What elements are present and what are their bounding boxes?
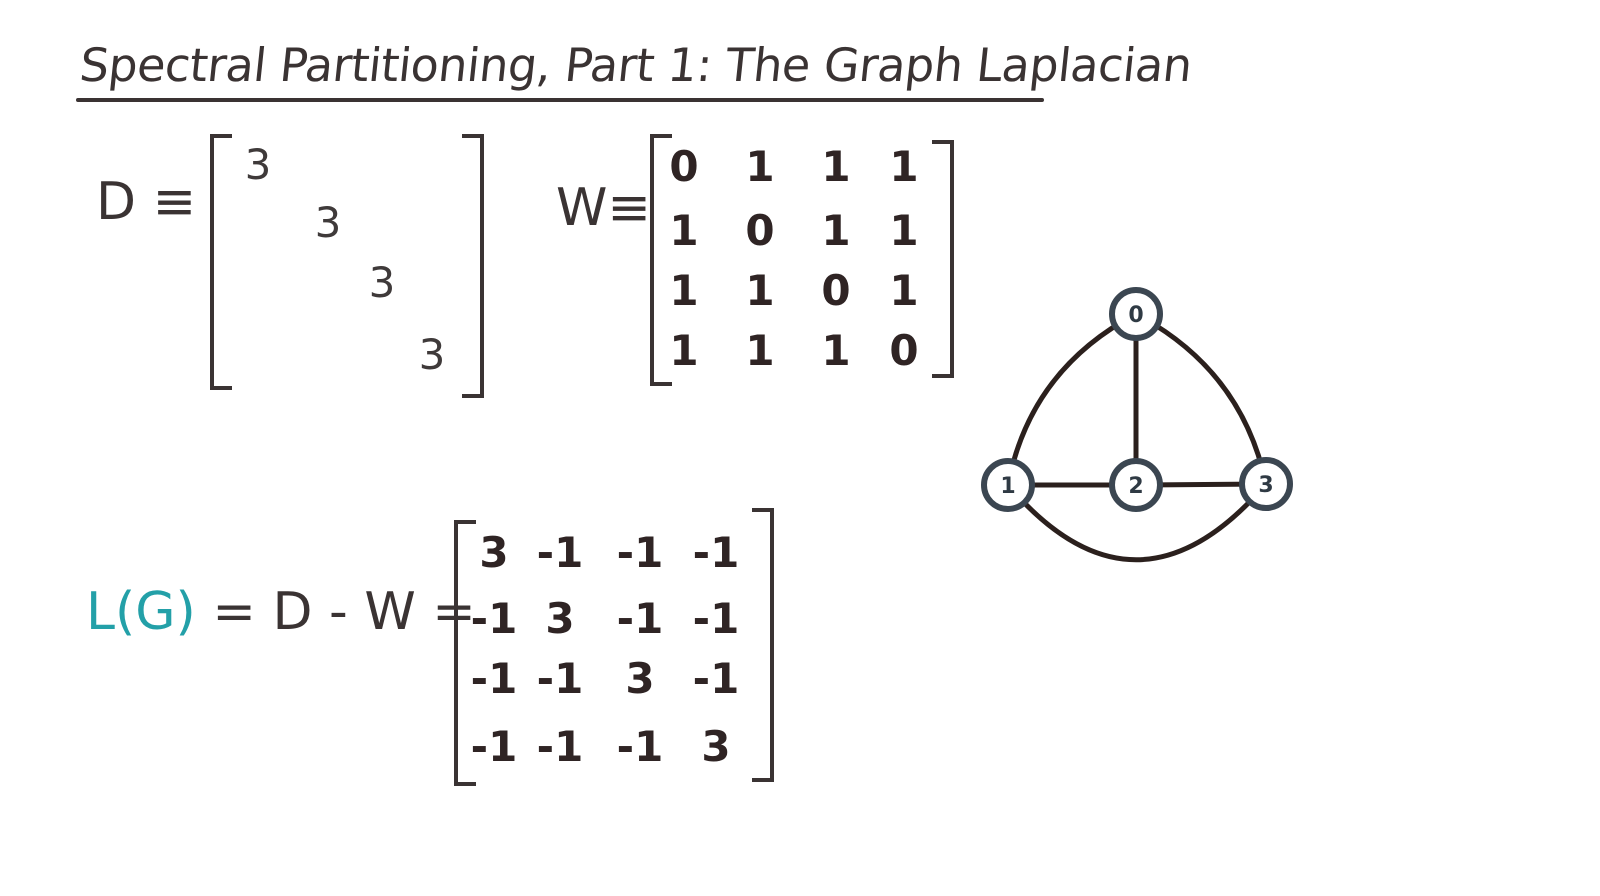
graph-node-circle — [981, 458, 1035, 512]
w-matrix-cell: 1 — [821, 142, 851, 191]
l-matrix-cell: -1 — [616, 528, 664, 577]
w-matrix-cell: 0 — [669, 142, 699, 191]
graph-node-0: 0 — [1109, 287, 1163, 341]
d-matrix-cell: 3 — [244, 140, 272, 189]
l-matrix-cell: -1 — [536, 722, 584, 771]
graph-edge-1-3 — [1005, 481, 1269, 563]
l-matrix-cell: -1 — [470, 654, 518, 703]
graph-edges — [1005, 311, 1269, 563]
l-matrix-left-bracket — [454, 520, 476, 786]
l-matrix-cell: -1 — [616, 594, 664, 643]
w-matrix-cell: 1 — [745, 326, 775, 375]
graph-nodes: 0 1 2 3 — [981, 287, 1293, 512]
graph-node-1: 1 — [981, 458, 1035, 512]
graph-diagram: 0 1 2 3 — [981, 287, 1293, 563]
l-matrix-cell: -1 — [692, 594, 740, 643]
l-matrix-cell: -1 — [536, 528, 584, 577]
w-matrix-cell: 1 — [889, 266, 919, 315]
graph-edge-0-3 — [1133, 311, 1269, 487]
d-matrix-cell: 3 — [314, 198, 342, 247]
w-matrix-cell: 1 — [745, 142, 775, 191]
page-title: Spectral Partitioning, Part 1: The Graph… — [77, 38, 1195, 92]
d-matrix-cell: 3 — [368, 258, 396, 307]
w-matrix-cell: 1 — [745, 266, 775, 315]
w-matrix-cell: 0 — [745, 206, 775, 255]
graph-node-label: 1 — [1000, 474, 1015, 499]
l-matrix-cell: 3 — [479, 528, 509, 577]
w-matrix-cell: 0 — [821, 266, 851, 315]
l-matrix-cell: -1 — [536, 654, 584, 703]
w-matrix-cell: 1 — [669, 206, 699, 255]
graph-node-circle — [1239, 457, 1293, 511]
l-matrix-cell: -1 — [470, 722, 518, 771]
w-matrix-left-bracket — [650, 134, 672, 386]
l-matrix-cell: 3 — [701, 722, 731, 771]
w-matrix-cell: 1 — [889, 142, 919, 191]
d-matrix-cell: 3 — [418, 330, 446, 379]
laplacian-definition: = D - W = — [195, 582, 476, 642]
w-matrix-cell: 1 — [821, 206, 851, 255]
w-matrix-cell: 1 — [669, 326, 699, 375]
w-matrix-cell: 0 — [889, 326, 919, 375]
w-matrix-right-bracket — [932, 140, 954, 378]
l-matrix-right-bracket — [752, 508, 774, 782]
graph-node-circle — [1109, 287, 1163, 341]
l-matrix-cell: -1 — [470, 594, 518, 643]
graph-node-circle — [1109, 458, 1163, 512]
l-matrix-cell: -1 — [692, 528, 740, 577]
d-matrix-label: D ≡ — [96, 172, 197, 232]
l-matrix-cell: -1 — [616, 722, 664, 771]
d-matrix-right-bracket — [462, 134, 484, 398]
title-underline — [76, 98, 1044, 102]
w-matrix-label: W≡ — [556, 178, 651, 238]
graph-node-label: 2 — [1128, 474, 1143, 499]
w-matrix-cell: 1 — [889, 206, 919, 255]
d-matrix-left-bracket — [210, 134, 232, 390]
w-matrix-cell: 1 — [821, 326, 851, 375]
graph-node-2: 2 — [1109, 458, 1163, 512]
laplacian-equation-label: L(G) = D - W = — [86, 582, 476, 642]
l-matrix-cell: 3 — [545, 594, 575, 643]
w-matrix-cell: 1 — [669, 266, 699, 315]
l-matrix-cell: 3 — [625, 654, 655, 703]
graph-node-label: 3 — [1258, 473, 1273, 498]
graph-node-3: 3 — [1239, 457, 1293, 511]
graph-node-label: 0 — [1128, 303, 1143, 328]
laplacian-symbol: L(G) — [86, 582, 196, 642]
l-matrix-cell: -1 — [692, 654, 740, 703]
graph-edge-0-1 — [1005, 311, 1139, 488]
